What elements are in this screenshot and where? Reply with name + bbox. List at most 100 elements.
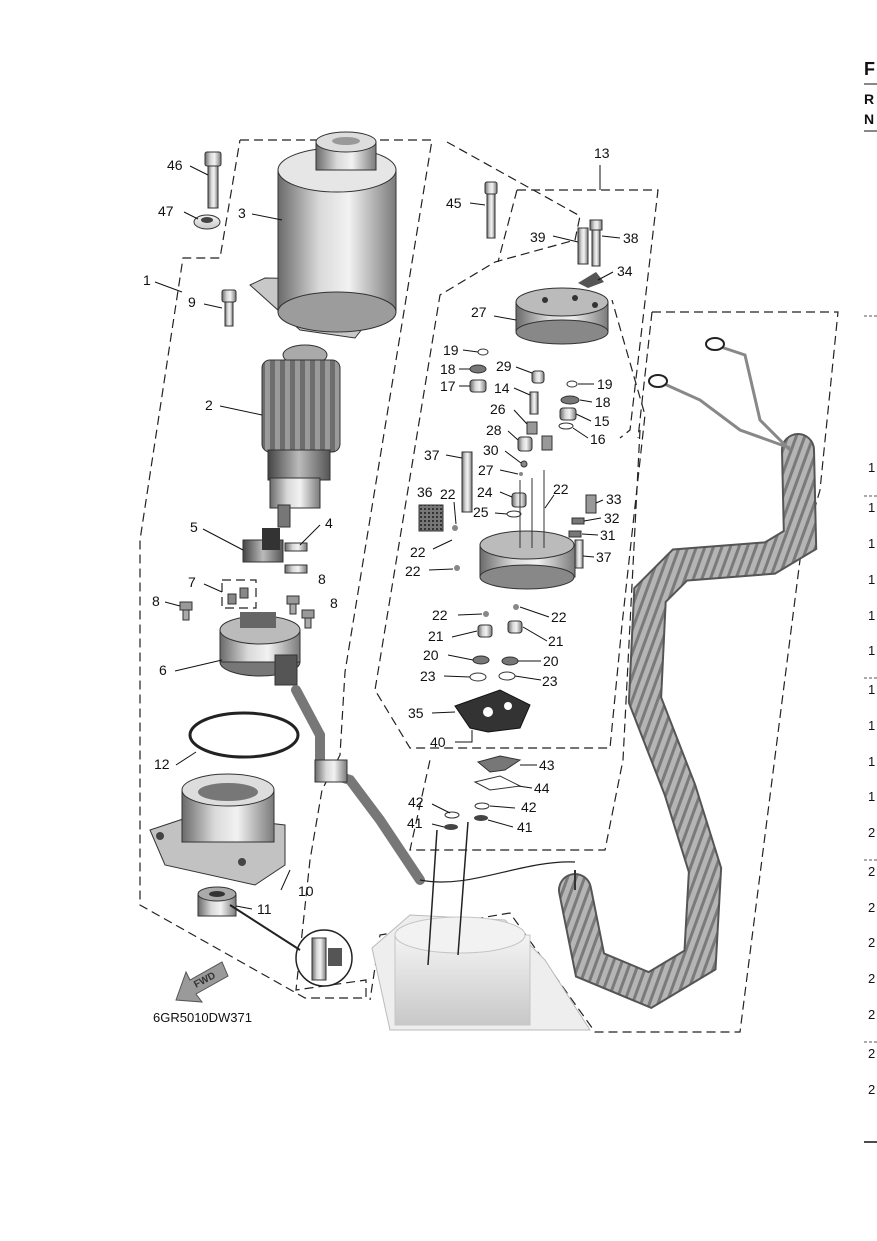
callout-21b: 21: [548, 633, 564, 649]
hose-assembly-outline-left: [637, 311, 653, 439]
ring-terminal-b-icon: [648, 374, 668, 388]
callout-37a: 37: [424, 447, 440, 463]
motor-lead-wire: [291, 685, 425, 885]
ring-16-icon: [558, 422, 574, 430]
callout-30: 30: [483, 442, 499, 458]
callout-15: 15: [594, 413, 610, 429]
callout-13: 13: [594, 145, 610, 161]
callout-7: 7: [188, 574, 196, 590]
screw-8b-icon: [286, 595, 300, 615]
side-row-3: 1: [868, 572, 875, 587]
seal-18a-icon: [469, 364, 487, 374]
ring-42b-icon: [474, 802, 490, 810]
callout-18a: 18: [440, 361, 456, 377]
reservoir-housing-icon: [371, 821, 591, 1031]
side-header-2: N: [864, 111, 874, 127]
callout-16: 16: [590, 431, 606, 447]
bolt-39-icon: [577, 227, 589, 265]
screw-group-7-box: [221, 579, 257, 609]
ring-19b-icon: [566, 380, 578, 388]
callout-4: 4: [325, 515, 333, 531]
seal-20a-icon: [472, 655, 490, 665]
seal-20b-icon: [501, 656, 519, 666]
ring-23b-icon: [498, 671, 516, 681]
callout-22c: 22: [410, 544, 426, 560]
callout-8a: 8: [152, 593, 160, 609]
motor-housing-3-icon: [249, 131, 397, 339]
callout-33: 33: [606, 491, 622, 507]
filter-36-icon: [418, 504, 444, 532]
pump-body-icon: [479, 470, 576, 590]
side-row-1: 1: [868, 500, 875, 515]
valve-block-outline: [517, 189, 659, 439]
callout-42a: 42: [408, 794, 424, 810]
side-row-14: 2: [868, 971, 875, 986]
callout-40: 40: [430, 734, 446, 750]
side-row-2: 1: [868, 536, 875, 551]
ball-30-icon: [520, 460, 528, 468]
callout-46: 46: [167, 157, 183, 173]
screws-7-icon: [227, 587, 249, 605]
ring-23a-icon: [469, 672, 487, 682]
side-row-9: 1: [868, 789, 875, 804]
callout-47: 47: [158, 203, 174, 219]
callout-32: 32: [604, 510, 620, 526]
callout-20a: 20: [423, 647, 439, 663]
rod-37b-icon: [574, 539, 584, 569]
ring-19a-icon: [477, 348, 489, 356]
corrugated-hose-icon: [560, 435, 816, 1007]
motor-assembly-outline: [139, 139, 433, 999]
callout-24: 24: [477, 484, 493, 500]
bolt-45-icon: [484, 181, 498, 239]
side-header-1: R: [864, 91, 874, 107]
armature-2-icon: [261, 344, 341, 528]
ball-22c-icon: [454, 565, 460, 571]
side-row-16: 2: [868, 1046, 875, 1061]
pin-32-icon: [571, 517, 585, 525]
seat-21b-icon: [507, 620, 523, 634]
callout-20b: 20: [543, 653, 559, 669]
callout-23a: 23: [420, 668, 436, 684]
rod-37a-icon: [461, 451, 473, 513]
callout-22b: 22: [553, 481, 569, 497]
callout-10: 10: [298, 883, 314, 899]
ring-41a-icon: [444, 824, 458, 830]
callout-36: 36: [417, 484, 433, 500]
brush-base-6-icon: [219, 612, 301, 686]
ball-22e-icon: [483, 611, 489, 617]
valve-block-outline-left: [497, 189, 518, 263]
side-row-5: 1: [868, 643, 875, 658]
right-edge-table: F R N 1 1 1 1 1 1 1 1 1 1 2 2 2 2 2 2 2 …: [864, 59, 877, 1143]
callout-14: 14: [494, 380, 510, 396]
motor-parts: FWD: [149, 131, 425, 1003]
callout-9: 9: [188, 294, 196, 310]
hose-parts: [419, 337, 818, 1009]
lead-wire-b-icon: [659, 380, 791, 450]
side-row-15: 2: [868, 1007, 875, 1022]
o-ring-12-icon: [188, 711, 300, 759]
callout-17: 17: [440, 378, 456, 394]
side-row-0: 1: [868, 460, 875, 475]
callout-8c: 8: [330, 595, 338, 611]
screw-8c-icon: [301, 609, 315, 629]
side-row-11: 2: [868, 864, 875, 879]
diagram-code: 6GR5010DW371: [153, 1010, 252, 1025]
callout-11: 11: [257, 901, 272, 917]
side-row-4: 1: [868, 608, 875, 623]
clip-44-icon: [473, 775, 522, 791]
piston-24-icon: [511, 492, 527, 508]
check-28-icon: [517, 436, 533, 452]
callout-19b: 19: [597, 376, 613, 392]
detail-magnifier-icon: [229, 904, 353, 987]
callout-25: 25: [473, 504, 489, 520]
seat-21a-icon: [477, 624, 493, 638]
side-row-17: 2: [868, 1082, 875, 1097]
ring-41b-icon: [474, 815, 488, 821]
callout-35: 35: [408, 705, 424, 721]
callout-22e: 22: [432, 607, 448, 623]
pin-31-icon: [568, 530, 582, 538]
callout-5: 5: [190, 519, 198, 535]
callout-41a: 41: [407, 815, 423, 831]
spring-26-icon: [526, 421, 538, 435]
